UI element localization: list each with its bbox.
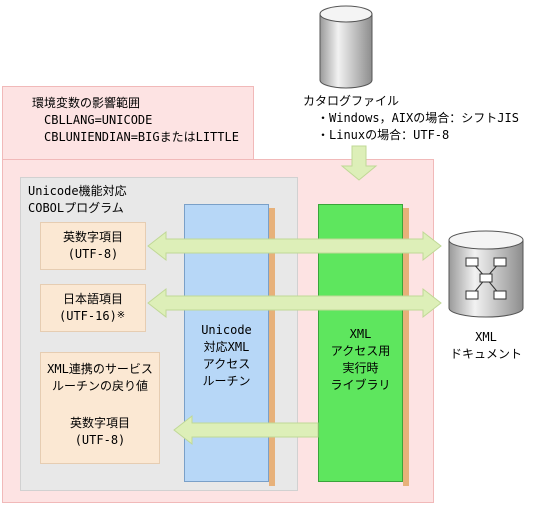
catalog-linux-note: ・Linuxの場合：UTF-8 (317, 128, 450, 142)
library-column-side (403, 208, 409, 486)
routine-line3: アクセス (202, 357, 251, 371)
return-value-line3: 英数字項目 (69, 416, 130, 430)
env-var-cbllang: CBLLANG=UNICODE (44, 113, 153, 127)
return-value-line1: XML連携のサービス (47, 362, 153, 376)
library-line2: アクセス用 (330, 344, 391, 358)
xml-document-label-line2: ドキュメント (449, 347, 522, 361)
library-line4: ライブラリ (330, 378, 391, 392)
routine-line4: ルーチン (202, 374, 251, 388)
japanese-item-label: 日本語項目 (62, 292, 123, 306)
program-title-line2: COBOLプログラム (28, 201, 124, 215)
catalog-file-title: カタログファイル (303, 94, 400, 108)
japanese-item-box (40, 284, 146, 332)
return-value-line4: (UTF-8) (74, 433, 126, 447)
alnum-item-box (40, 222, 146, 270)
routine-line1: Unicode (201, 323, 252, 337)
catalog-file-cylinder-icon (319, 5, 373, 89)
env-var-cbluniendian: CBLUNIENDIAN=BIGまたはLITTLE (44, 130, 239, 144)
program-title-line1: Unicode機能対応 (28, 184, 127, 198)
catalog-windows-aix-note: ・Windows，AIXの場合：シフトJIS (317, 111, 519, 125)
alnum-item-encoding: (UTF-8) (67, 247, 119, 261)
library-line1: XML (349, 327, 372, 341)
routine-column-side (269, 208, 275, 486)
alnum-double-arrow (147, 230, 442, 262)
return-value-arrow (173, 414, 319, 446)
xml-document-label-line1: XML (475, 330, 497, 344)
japanese-item-encoding: (UTF-16)※ (59, 309, 126, 323)
xml-document-cylinder-icon (448, 230, 524, 318)
routine-line2: 対応XML (203, 340, 250, 354)
alnum-item-label: 英数字項目 (62, 230, 123, 244)
footnote-mark: ※ (116, 310, 126, 321)
catalog-down-arrow (340, 145, 378, 181)
return-value-item-box (40, 352, 160, 464)
env-scope-label-box (2, 86, 254, 160)
env-scope-title: 環境変数の影響範囲 (32, 96, 141, 110)
japanese-double-arrow (147, 287, 442, 319)
library-line3: 実行時 (342, 361, 379, 375)
return-value-line2: ルーチンの戻り値 (51, 379, 148, 393)
